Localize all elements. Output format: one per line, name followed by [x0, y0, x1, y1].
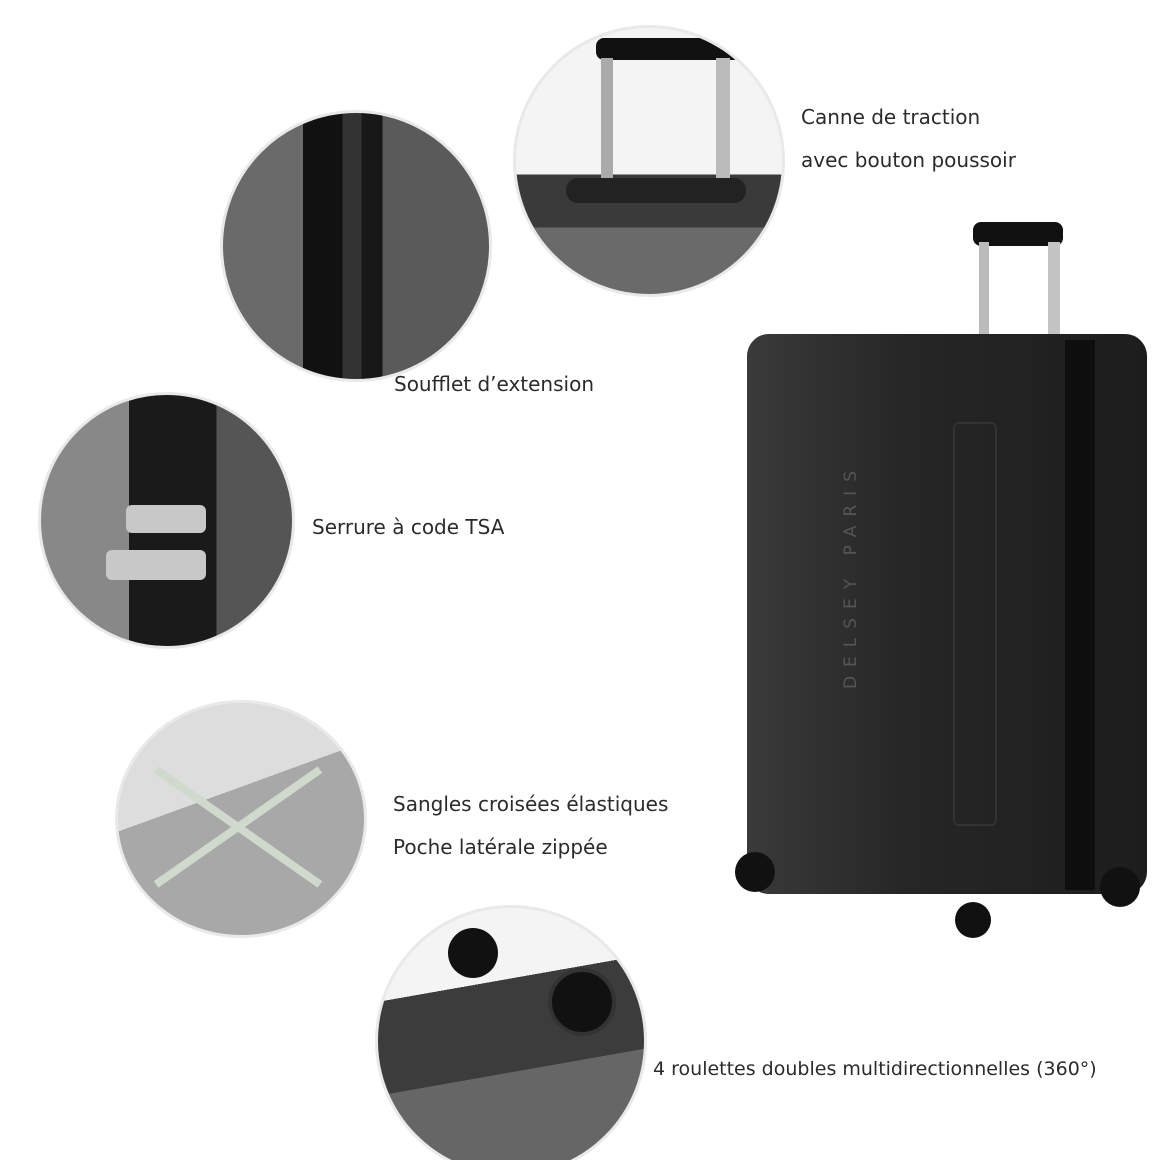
expansion-feature-label: Soufflet d’extension: [394, 372, 594, 396]
handle-detail-image: [513, 25, 785, 297]
wheels-detail-image: [375, 905, 647, 1160]
wheels-feature-label: 4 roulettes doubles multidirectionnelles…: [653, 1058, 1097, 1080]
handle-feature-label-1: Canne de traction: [801, 105, 981, 129]
interior-detail-image: [115, 700, 367, 938]
lock-feature-label: Serrure à code TSA: [312, 515, 505, 539]
interior-feature-label-2: Poche latérale zippée: [393, 835, 608, 859]
expansion-detail-image: [220, 110, 492, 382]
suitcase-image: DELSEY PARIS: [735, 222, 1155, 942]
brand-logo: DELSEY PARIS: [841, 462, 861, 690]
handle-feature-label-2: avec bouton poussoir: [801, 148, 1016, 172]
tsa-lock-detail-image: [38, 392, 295, 649]
interior-feature-label-1: Sangles croisées élastiques: [393, 792, 669, 816]
